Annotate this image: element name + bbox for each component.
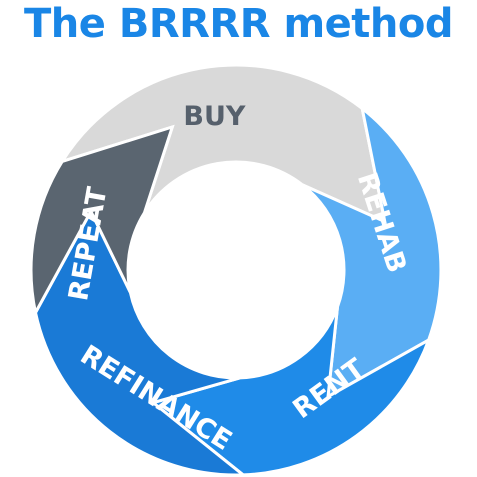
cycle-step-buy-label: BUY	[183, 101, 246, 132]
cycle-step-buy-arrow	[58, 63, 387, 225]
cycle-step-repeat-arrow	[29, 124, 175, 317]
diagram-title: The BRRRR method	[24, 1, 453, 47]
